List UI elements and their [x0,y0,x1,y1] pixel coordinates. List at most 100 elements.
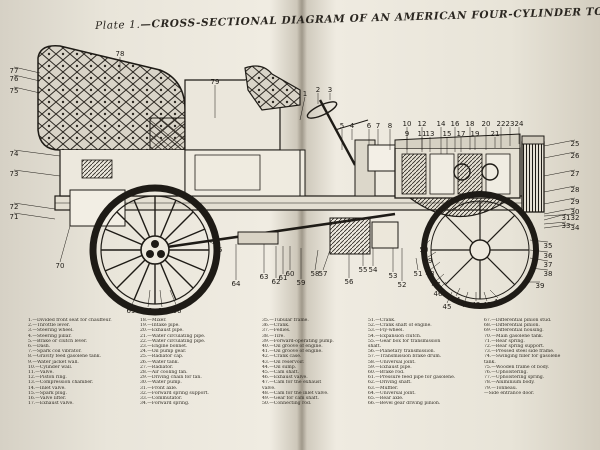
legend-column-1: 1.—Divided front seat for chauffeur.2.—T… [28,318,138,436]
callout-number: 2 [316,86,320,94]
leader-line [464,291,469,302]
legend-entry: 24.—Oil pump gear. [140,349,187,355]
legend-entry: 77.—Upholstering spring. [484,375,545,381]
callout-number: 49 [424,257,433,265]
legend-entry: 56.—Planetary transmission. [368,349,436,355]
leader-line [59,225,71,263]
callout-number: 25 [571,140,580,148]
legend-entry: 57.—Transmission brake drum. [368,354,442,360]
callout-number: 4 [350,122,355,130]
callout-number: 1 [303,90,307,98]
callout-number: 27 [571,170,580,178]
callout-number: 15 [443,130,452,138]
callout-number: 28 [571,186,580,194]
callout-number: 75 [10,87,19,95]
legend-entry: 20.—Exhaust pipe. [140,328,184,334]
leader-line [529,239,549,243]
callout-number: 23 [506,120,515,128]
legend-column-3: 35.—Tubular frame.36.—Crank.37.—Fellies.… [262,318,362,436]
leader-line [435,273,445,282]
leader-line [543,207,576,215]
legend-entry: 34.—Forward spring. [140,401,190,407]
front-seat-body [184,65,350,197]
callout-number: 34 [571,224,580,232]
legend-entry: 25.—Radiator cap. [140,354,184,360]
callout-number: 26 [571,152,580,160]
legend-entry: 47.—Cam for the exhaust [262,380,322,386]
legend-entry: 7.—Spark coil vibrator. [28,349,82,355]
callout-number: 72 [10,203,19,211]
legend-entry: 26.—Water tank. [140,359,179,365]
callout-number: 24 [515,120,524,128]
leader-line [429,261,441,271]
callout-number: 3 [328,86,332,94]
legend-entry: 63.—Muffler. [368,385,399,391]
legend-entry: 78.—Aluminium body. [484,380,535,386]
callout-number: 50 [420,246,429,254]
legend-entry: valve. [262,385,276,391]
callout-number: 57 [319,270,328,278]
callout-number: 42 [472,301,481,309]
leader-line [299,96,306,121]
legend-entry: 3.—Steering wheel. [28,328,74,334]
legend-entry: 10.—Cylinder wall. [28,364,73,370]
legend-entry: 28.—Air cooling fan. [140,370,188,376]
legend-entry: shaft. [368,344,382,350]
legend-entry: 23.—Engine bonnet. [140,344,188,350]
callout-number: 54 [369,266,378,274]
legend-entry: 19.—Intake pipe. [140,323,180,329]
callout-number: 76 [10,75,19,83]
callout-number: 33 [562,222,571,230]
callout-number: 14 [437,120,446,128]
legend-entry: 1.—Divided front seat for chauffeur. [28,318,112,323]
leader-line [543,223,576,229]
callout-number: 51 [414,270,423,278]
legend-entry: 49.—Gear for cam shaft. [262,396,319,402]
legend-entry: 27.—Radiator. [140,364,174,370]
book-gutter [297,0,307,450]
callout-number: 48 [426,270,435,278]
legend-entry: 79.—Tonneau. [484,385,518,391]
callout-number: 61 [279,274,288,282]
legend-entry: 43.—Oil reservoir. [262,359,305,365]
callout-number: 30 [571,208,580,216]
callout-number: 47 [432,281,441,289]
legend-entry: 53.—Fly-wheel. [368,328,404,334]
callout-number: 59 [297,279,306,287]
legend-entry: 9.—Water jacket wall. [28,359,79,365]
leader-line [543,185,576,193]
callout-number: 65 [214,246,223,254]
callout-number: 31 [562,214,571,222]
legend-entry: 4.—Steering pillar. [28,333,72,339]
legend-entry: 21.—Water circulating pipe. [140,333,206,339]
legend-entry: 73.—Pressed steel side frame. [484,349,555,355]
legend-entry: 29.—Driving chain for fan. [140,375,202,381]
callout-number: 35 [544,242,553,250]
legend-entry: 40.—Oil groove of engine. [262,344,323,350]
steering-assembly [306,99,369,166]
legend-entry: 42.—Crank case. [262,354,302,360]
legend-entry: 18.—Mixer. [140,318,167,323]
legend-entry: 48.—Cam for the inlet valve. [262,390,329,396]
callout-number: 43 [461,301,470,309]
callout-number: 32 [571,214,580,222]
callout-number: 13 [426,130,435,138]
callout-number: 10 [403,120,412,128]
radiator [521,135,545,213]
callout-number: 70 [56,262,65,270]
callout-number: 12 [418,120,427,128]
leader-line [13,74,41,82]
callout-number: 20 [482,120,491,128]
legend-entry: 70.—Main gasolene tank. [484,333,544,339]
leader-line [415,257,419,271]
legend-entry: 37.—Fellies. [262,328,291,334]
leader-line [13,212,56,220]
legend-entry: 31.—Front axle. [140,385,178,391]
legend-entry: 41.—Oil groove of engine. [262,349,323,355]
legend-entry: 2.—Throttle lever. [28,323,70,329]
callout-number: 22 [497,120,506,128]
legend-entry: —Side entrance door. [484,390,535,396]
legend-entry: 39.—Forward-operating pump. [262,338,334,344]
